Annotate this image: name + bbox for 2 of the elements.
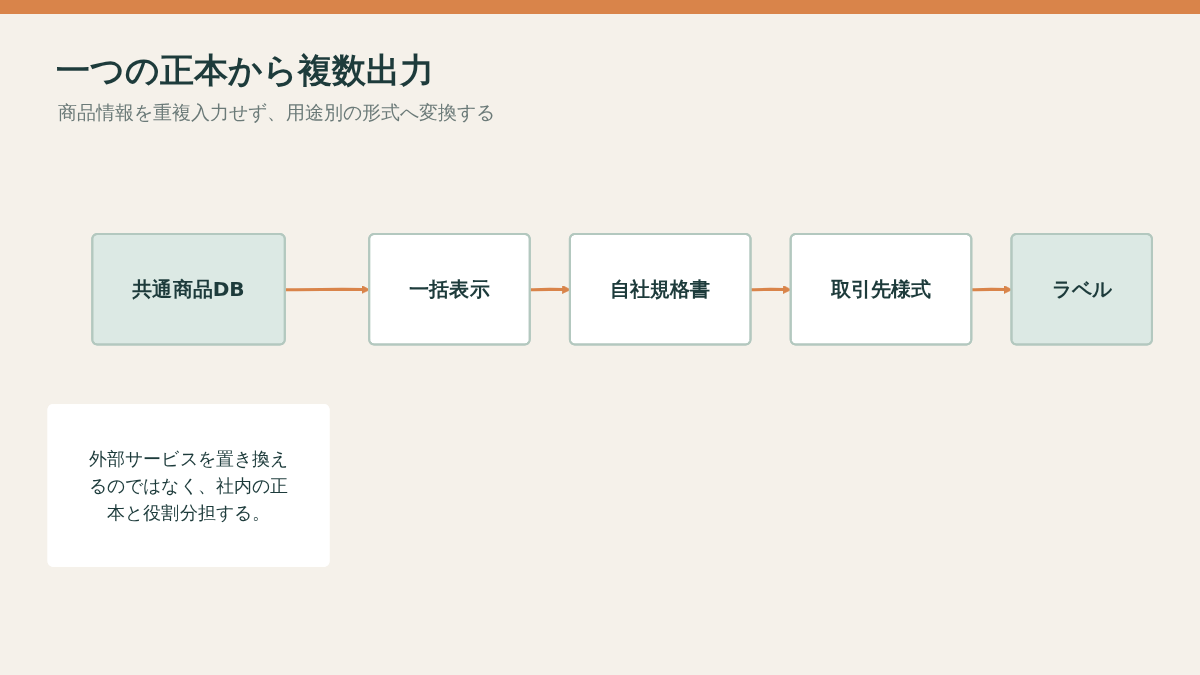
subtitle: 商品情報を重複入力せず、用途別の形式へ変換する (58, 100, 495, 125)
title: 一つの正本から複数出力 (56, 49, 434, 92)
